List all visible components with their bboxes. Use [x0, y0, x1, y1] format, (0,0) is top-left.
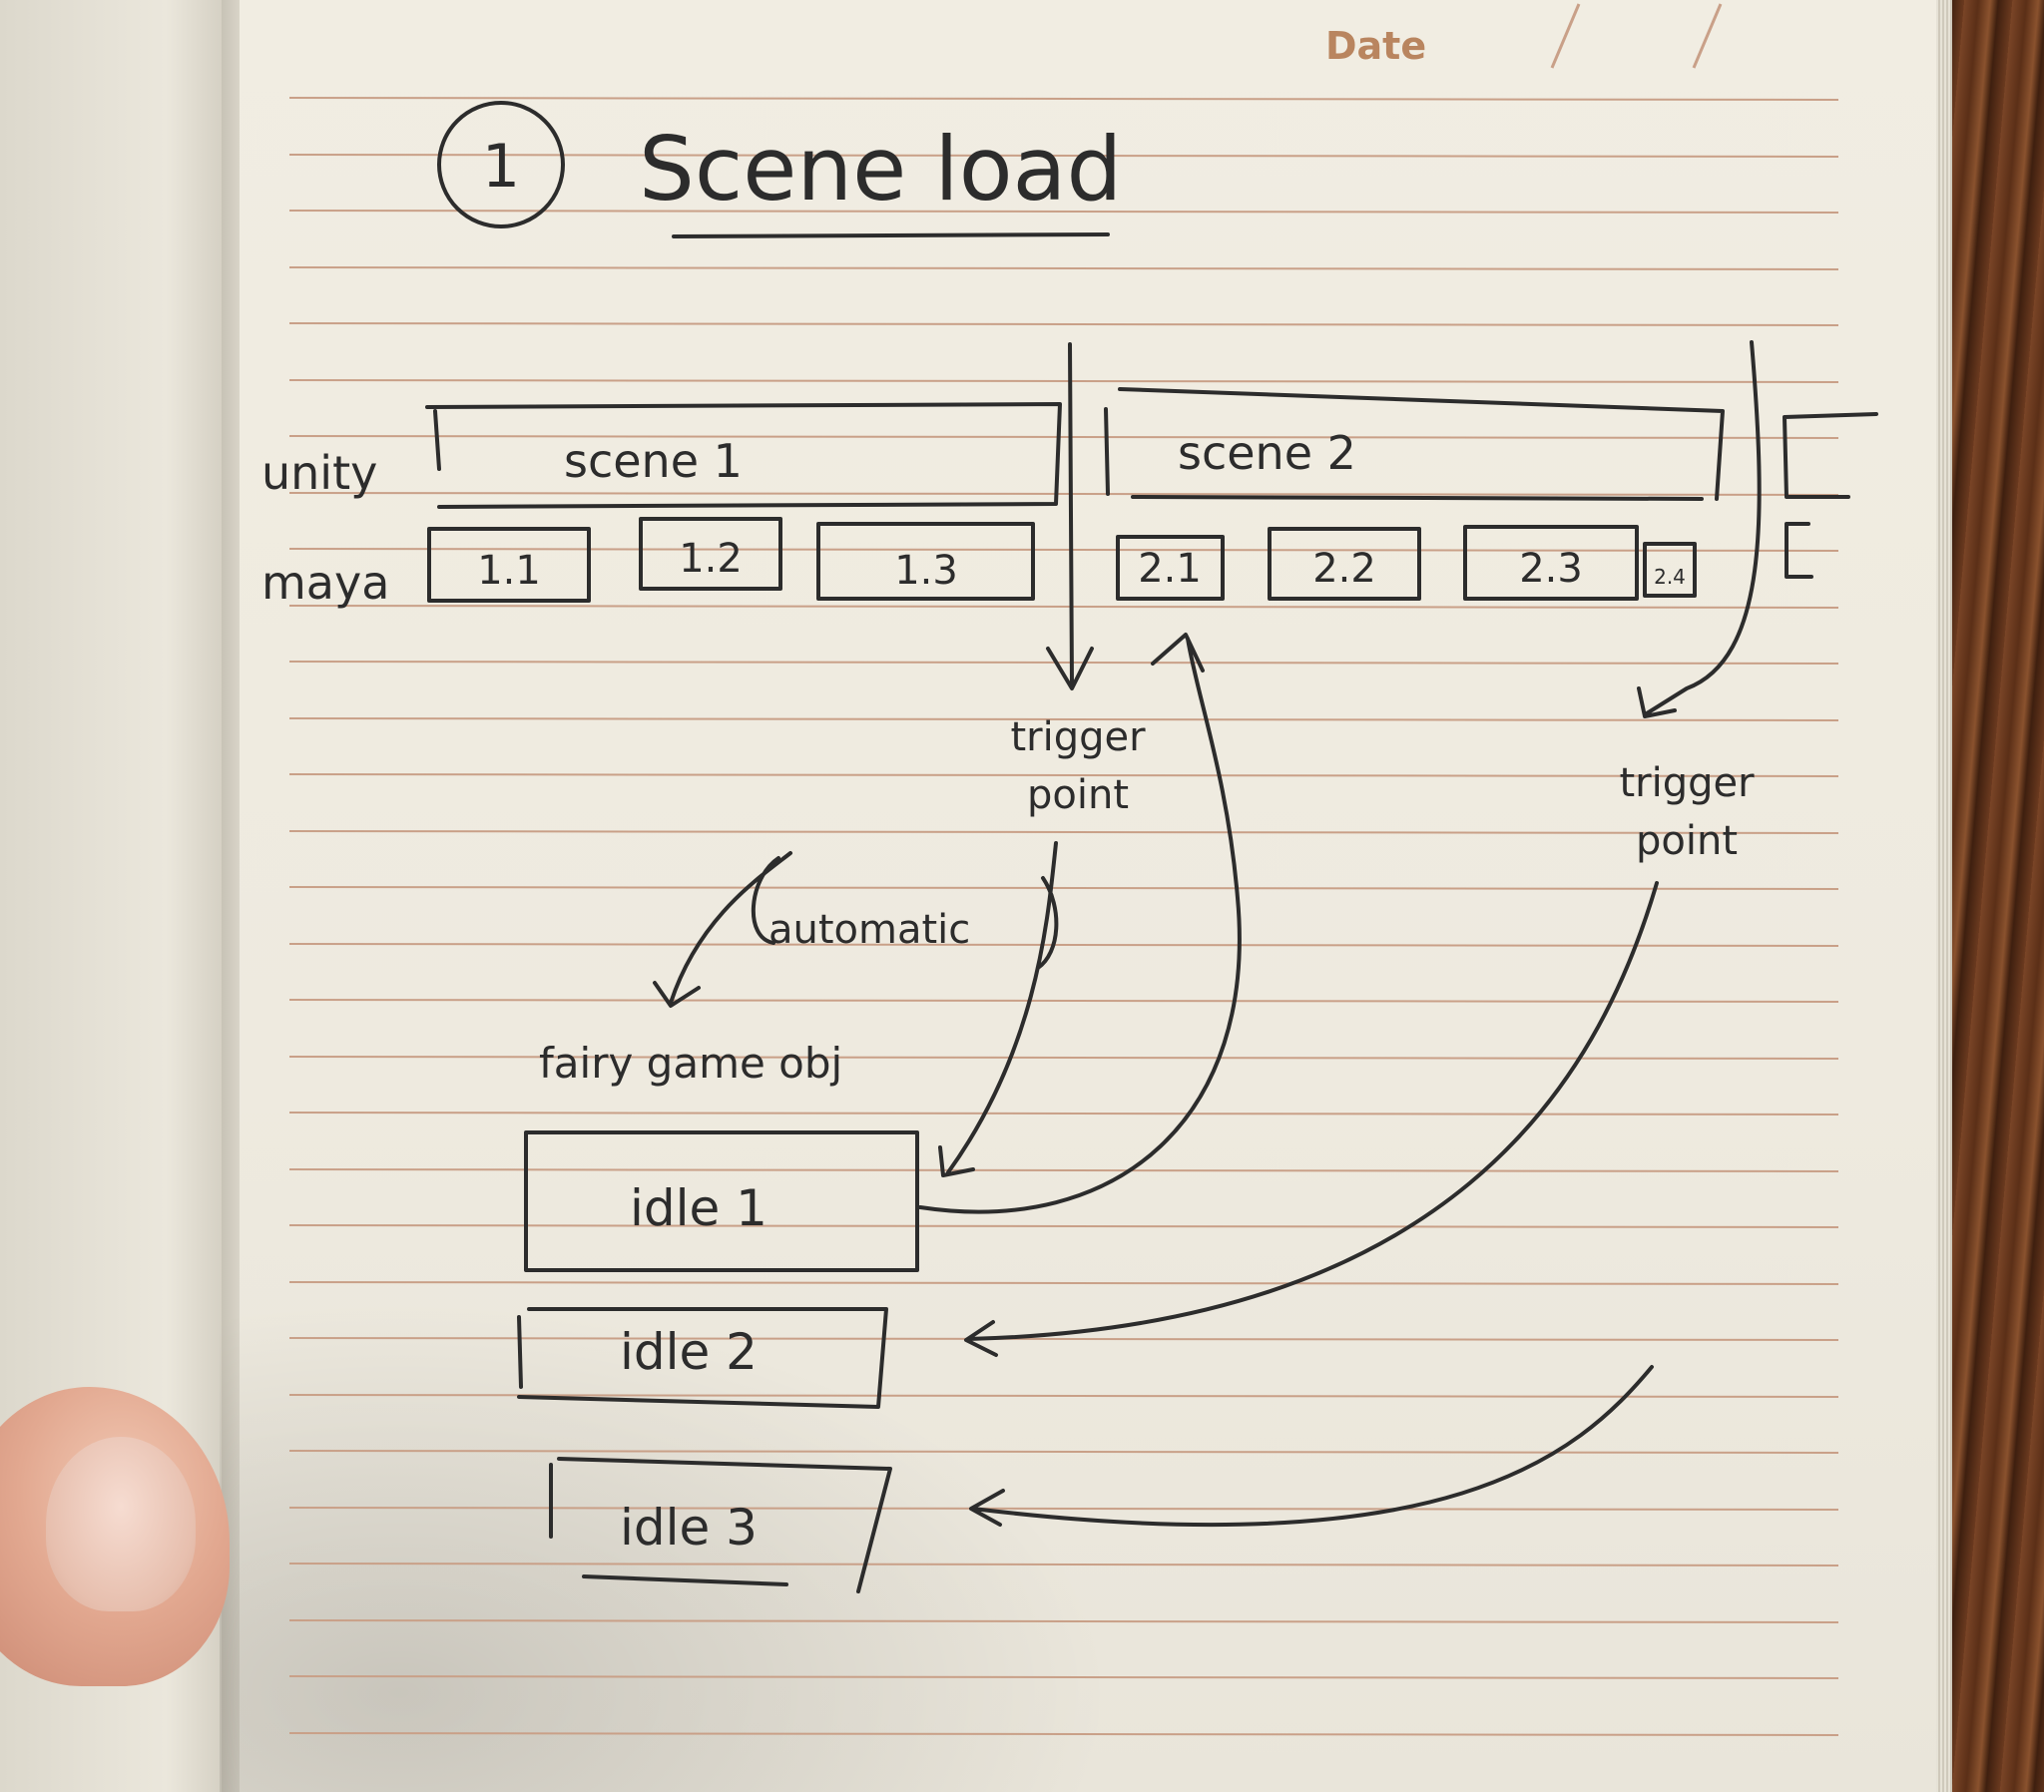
rule-line: [288, 435, 1839, 439]
scene-2-bar: [1104, 387, 1725, 501]
title-underline: [672, 232, 1110, 238]
ruled-lines: [288, 97, 1839, 1736]
maya-clip-box: [1463, 525, 1639, 601]
scene-1-label: scene 1: [564, 434, 743, 488]
rule-line: [288, 1337, 1839, 1341]
maya-clip-label: 2.3: [1519, 546, 1583, 592]
divider-line-1: [1046, 342, 1094, 690]
maya-clip-label: 2.2: [1312, 546, 1376, 592]
divider-line-2: [1637, 340, 1762, 718]
handwritten-labels: 1 Scene load unity maya scene 1 scene 2 1.1 1.2…: [261, 118, 1755, 1557]
rule-line: [288, 1281, 1839, 1285]
rule-line: [288, 773, 1839, 777]
rule-line: [288, 210, 1839, 214]
rule-line: [288, 886, 1839, 890]
automatic-bracket: [752, 856, 1059, 970]
trigger-point-label: point: [1027, 772, 1129, 818]
right-notebook-page: [240, 0, 1952, 1792]
trigger-point-label: point: [1636, 818, 1738, 864]
title-number: 1: [482, 132, 520, 202]
rule-line: [288, 1619, 1839, 1623]
idle-state-label: idle 3: [620, 1499, 758, 1557]
rule-line: [288, 322, 1839, 326]
maya-clip-box: [816, 522, 1035, 601]
maya-clip-boxes: [427, 517, 1813, 603]
scene-3-bar-partial: [1783, 412, 1878, 499]
rule-line: [288, 1224, 1839, 1228]
rule-line: [288, 661, 1839, 665]
page-edges: [1936, 0, 1952, 1792]
date-slashes: [1550, 3, 1723, 69]
hand-shadow: [220, 1297, 1118, 1792]
rule-line: [288, 1112, 1839, 1116]
maya-row-label: maya: [261, 556, 389, 610]
rule-line: [288, 266, 1839, 270]
arrow-to-idle3: [969, 1365, 1654, 1528]
rule-line: [288, 379, 1839, 383]
rule-line: [288, 1507, 1839, 1511]
scene-2-label: scene 2: [1178, 426, 1356, 480]
rule-line: [288, 1732, 1839, 1736]
maya-clip-label: 1.1: [477, 548, 541, 594]
trigger-point-label: trigger: [1619, 760, 1755, 806]
page-title: Scene load: [639, 118, 1122, 221]
maya-clip-label: 1.3: [894, 548, 958, 594]
automatic-label: automatic: [768, 907, 970, 953]
rule-line: [288, 492, 1839, 496]
rule-line: [288, 1168, 1839, 1172]
maya-clip-label: 2.1: [1138, 546, 1202, 592]
rule-line: [288, 999, 1839, 1003]
rule-line: [288, 154, 1839, 158]
idle-state-label: idle 1: [630, 1179, 767, 1237]
rule-line: [288, 605, 1839, 609]
maya-clip-label: 1.2: [679, 536, 743, 582]
scene-1-bar: [425, 402, 1062, 509]
arrow-trigger-to-idle1: [938, 841, 1058, 1177]
thumbnail: [46, 1437, 196, 1611]
maya-clip-box: [639, 517, 782, 591]
arrow-automatic-to-object: [653, 851, 792, 1008]
maya-clip-box: [1116, 535, 1225, 601]
unity-row-label: unity: [261, 446, 377, 500]
rule-line: [288, 97, 1839, 101]
rule-line: [288, 548, 1839, 552]
rule-line: [288, 830, 1839, 834]
date-label: Date: [1325, 24, 1427, 68]
rule-line: [288, 1394, 1839, 1398]
maya-clip-label: 2.4: [1654, 565, 1686, 589]
rule-line: [288, 1563, 1839, 1567]
title-number-circle: [437, 101, 565, 228]
arrow-idle1-to-clip21: [918, 633, 1242, 1214]
rule-line: [288, 1056, 1839, 1060]
maya-clip-box: [1268, 527, 1421, 601]
trigger-point-label: trigger: [1010, 714, 1146, 760]
maya-clip-box-partial: [1785, 522, 1813, 579]
arrow-trigger2-to-idle2: [964, 881, 1659, 1357]
rule-line: [288, 717, 1839, 721]
rule-line: [288, 1450, 1839, 1454]
fairy-object-label: fairy game obj: [539, 1039, 842, 1088]
rule-line: [288, 943, 1839, 947]
maya-clip-box: [427, 527, 591, 603]
idle-1-box: [524, 1130, 919, 1272]
rule-line: [288, 1675, 1839, 1679]
idle-state-label: idle 2: [620, 1323, 758, 1381]
maya-clip-box: [1643, 542, 1697, 598]
idle-3-box: [549, 1457, 892, 1593]
idle-2-box: [517, 1307, 888, 1409]
